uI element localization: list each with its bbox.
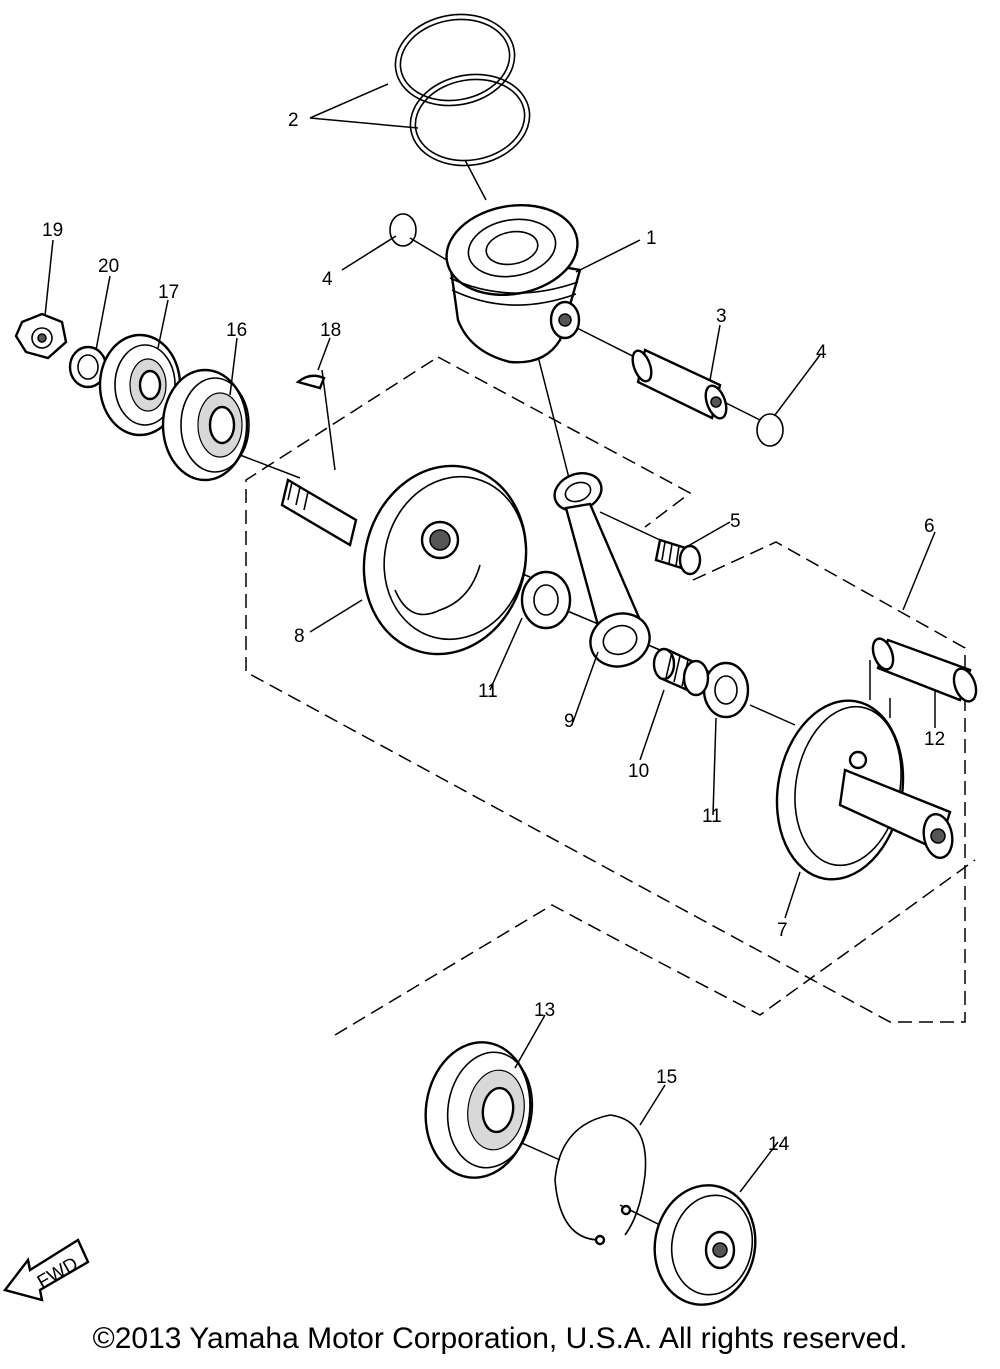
callout-5: 5 xyxy=(730,511,741,532)
callout-18: 18 xyxy=(320,320,341,341)
callout-2: 2 xyxy=(288,110,299,131)
connecting-rod xyxy=(553,471,651,668)
crankshaft-nut xyxy=(14,312,68,360)
callout-9: 9 xyxy=(564,711,575,732)
callout-3: 3 xyxy=(716,306,727,327)
fwd-arrow-icon: FWD xyxy=(2,1238,90,1302)
callout-4-right: 4 xyxy=(816,342,827,363)
crank-pin xyxy=(871,637,978,703)
callout-7: 7 xyxy=(777,920,788,941)
callout-4-left: 4 xyxy=(322,269,333,290)
oil-seal xyxy=(98,333,182,437)
oil-seal-right xyxy=(653,1184,757,1306)
callout-10: 10 xyxy=(628,761,649,782)
group-outline-crankshaft-assembly xyxy=(245,356,976,1036)
piston-rings xyxy=(394,13,531,167)
piston xyxy=(445,203,582,364)
thrust-washer-right xyxy=(702,661,750,719)
callout-11-left: 11 xyxy=(478,681,498,702)
crank-wheel-right xyxy=(775,699,954,881)
copyright-notice: ©2013 Yamaha Motor Corporation, U.S.A. A… xyxy=(92,1322,908,1355)
callout-13: 13 xyxy=(534,1000,555,1021)
woodruff-key xyxy=(295,374,326,390)
callout-leaders xyxy=(44,83,936,1193)
callout-14: 14 xyxy=(768,1134,790,1155)
piston-pin-clips xyxy=(389,213,784,447)
bearing-circlip xyxy=(554,1114,647,1246)
callout-17: 17 xyxy=(158,282,179,303)
callout-15: 15 xyxy=(656,1067,677,1088)
piston-pin xyxy=(631,348,728,420)
main-bearing-right xyxy=(424,1041,534,1179)
main-bearing-left xyxy=(161,368,250,482)
callout-16: 16 xyxy=(226,320,247,341)
callout-12: 12 xyxy=(924,729,945,750)
big-end-bearing xyxy=(652,647,710,697)
thrust-washer-left xyxy=(520,570,572,630)
callout-19: 19 xyxy=(42,220,63,241)
callout-8: 8 xyxy=(294,626,305,647)
callout-1: 1 xyxy=(646,228,657,249)
lock-washer xyxy=(68,345,108,389)
callout-20: 20 xyxy=(98,256,119,277)
callout-labels: 1 2 3 4 4 5 6 7 8 9 10 11 11 12 13 14 15… xyxy=(42,110,945,1155)
crankshaft-piston-exploded-diagram: FWD 1 2 3 4 4 5 6 7 8 9 10 xyxy=(2,13,978,1306)
small-end-bearing xyxy=(654,538,702,576)
crank-wheel-left xyxy=(280,464,528,656)
callout-6: 6 xyxy=(924,516,935,537)
callout-11-right: 11 xyxy=(702,806,722,827)
